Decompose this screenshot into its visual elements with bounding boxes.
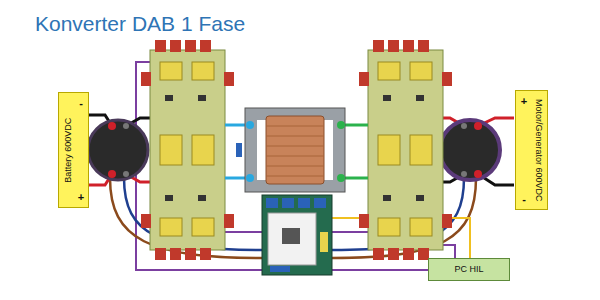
purple-wire	[225, 231, 262, 233]
h-bridge-board	[359, 40, 452, 260]
green-wire	[342, 177, 368, 180]
red-capacitor	[155, 248, 166, 260]
h-bridge-board	[141, 40, 234, 260]
inductor	[236, 143, 242, 157]
red-capacitor	[359, 72, 369, 86]
terminal-block	[298, 198, 310, 208]
purple-wire	[332, 231, 368, 233]
polarity-sign: -	[522, 193, 526, 206]
capacitor-terminal	[474, 170, 482, 178]
connector	[270, 266, 290, 272]
chip	[165, 195, 173, 201]
transformer-core	[245, 108, 345, 192]
polarity-sign: -	[79, 97, 83, 110]
coil-terminal	[337, 121, 345, 129]
red-capacitor	[373, 40, 384, 52]
switch-module	[410, 218, 432, 236]
red-capacitor	[388, 40, 399, 52]
red-capacitor	[418, 40, 429, 52]
coil-terminal	[246, 174, 254, 182]
switch-module	[160, 218, 182, 236]
switch-module	[160, 135, 182, 165]
red-capacitor	[200, 248, 211, 260]
control-board	[262, 195, 332, 275]
switch-module	[192, 135, 214, 165]
pcb	[262, 195, 332, 275]
coil-terminal	[337, 174, 345, 182]
red-capacitor	[141, 72, 151, 86]
capacitor-terminal	[474, 122, 482, 130]
switch-module	[378, 135, 400, 165]
transformer	[236, 108, 345, 192]
capacitor-terminal	[108, 122, 116, 130]
terminal-block	[282, 198, 294, 208]
pcb	[368, 50, 443, 250]
switch-module	[192, 62, 214, 80]
coil-winding	[266, 126, 324, 176]
red-capacitor	[373, 248, 384, 260]
capacitor-terminal	[461, 123, 467, 129]
copper-coil	[266, 116, 324, 184]
switch-module	[378, 218, 400, 236]
chip	[416, 95, 424, 101]
red-capacitor	[200, 40, 211, 52]
terminal-block	[266, 198, 278, 208]
page-title: Konverter DAB 1 Fase	[35, 12, 245, 36]
chip	[383, 195, 391, 201]
red-capacitor	[185, 248, 196, 260]
node-label: Motor/Generator 600VDC	[534, 99, 544, 202]
coil-terminal	[246, 121, 254, 129]
green-wire	[342, 124, 368, 127]
red-capacitor	[141, 214, 151, 228]
pc-hil-box: PC HIL	[428, 258, 510, 281]
chip	[198, 95, 206, 101]
chip	[282, 228, 300, 244]
red-capacitor	[170, 40, 181, 52]
switch-module	[192, 218, 214, 236]
red-capacitor	[170, 248, 181, 260]
dc-capacitor	[440, 120, 500, 180]
red-capacitor	[388, 248, 399, 260]
switch-module	[378, 62, 400, 80]
red-capacitor	[359, 214, 369, 228]
polarity-sign: +	[78, 191, 84, 204]
terminal-block	[314, 198, 326, 208]
motor-box: Motor/Generator 600VDC + -	[515, 90, 548, 210]
capacitor-terminal	[123, 171, 129, 177]
red-capacitor	[403, 248, 414, 260]
switch-module	[410, 62, 432, 80]
connector	[320, 232, 328, 252]
switch-module	[160, 62, 182, 80]
capacitor-terminal	[108, 170, 116, 178]
node-label: Battery 600VDC	[64, 117, 74, 182]
capacitor-terminal	[123, 123, 129, 129]
chip	[416, 195, 424, 201]
red-capacitor	[185, 40, 196, 52]
switch-module	[410, 135, 432, 165]
chip	[165, 95, 173, 101]
red-capacitor	[224, 72, 234, 86]
node-label: PC HIL	[454, 264, 483, 274]
dc-capacitor	[88, 120, 148, 180]
red-capacitor	[442, 214, 452, 228]
red-capacitor	[155, 40, 166, 52]
polarity-sign: +	[521, 95, 527, 108]
capacitor-terminal	[461, 171, 467, 177]
red-capacitor	[442, 72, 452, 86]
red-capacitor	[224, 214, 234, 228]
battery-box: Battery 600VDC- +	[58, 92, 89, 208]
red-capacitor	[403, 40, 414, 52]
pcb	[150, 50, 225, 250]
chip	[383, 95, 391, 101]
controller-module	[268, 213, 316, 265]
chip	[198, 195, 206, 201]
